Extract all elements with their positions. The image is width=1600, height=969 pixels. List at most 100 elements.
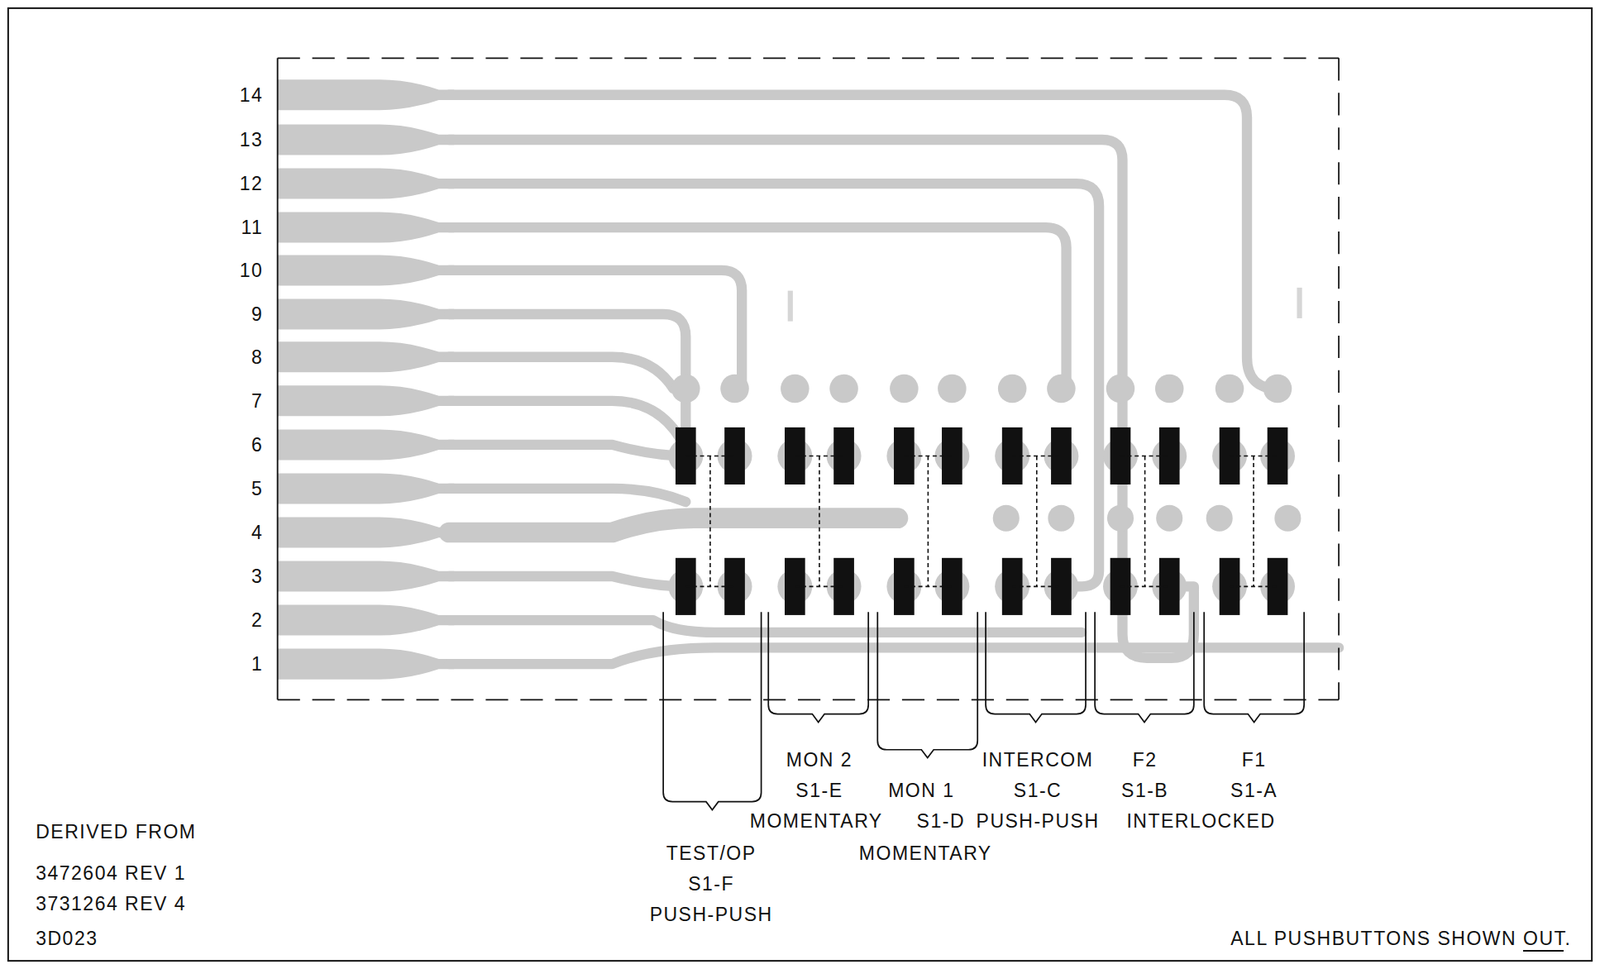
switch-label: S1-B — [1121, 781, 1169, 801]
solder-pad — [1047, 505, 1075, 532]
solder-pad — [780, 374, 810, 404]
silkscreen-mark — [1296, 287, 1302, 319]
pin-number: 11 — [240, 218, 263, 238]
pin-number: 14 — [239, 85, 264, 105]
solder-pad — [889, 374, 919, 404]
copper-trace — [448, 270, 742, 389]
pin-number: 2 — [251, 611, 263, 631]
solder-pad — [1155, 505, 1183, 532]
copper-trace — [448, 647, 1339, 664]
note: 3472604 REV 1 — [35, 864, 187, 884]
copper-trace — [448, 444, 686, 457]
solder-pads — [668, 287, 1302, 604]
solder-pad — [829, 374, 859, 404]
switch-label: MON 2 — [786, 750, 853, 770]
board-edge-dashed — [1337, 57, 1340, 700]
edge-finger — [277, 124, 454, 156]
edge-finger — [277, 649, 454, 680]
solder-pad — [1107, 505, 1134, 532]
silkscreen-mark — [788, 291, 793, 322]
edge-finger — [277, 79, 454, 110]
edge-finger — [277, 212, 454, 244]
solder-pad — [998, 374, 1027, 404]
solder-pad — [671, 374, 701, 404]
switch-label: MON 1 — [888, 781, 955, 801]
switch-contacts — [675, 427, 1288, 616]
switch-link — [1252, 455, 1255, 587]
pin-number: 4 — [251, 523, 263, 543]
copper-trace — [448, 139, 1195, 659]
switch-label: PUSH-PUSH — [649, 904, 774, 924]
switch-link — [709, 455, 712, 587]
copper-trace — [448, 620, 1082, 633]
solder-pad — [1274, 505, 1301, 532]
copper-trace — [448, 576, 686, 587]
bracket — [985, 611, 1086, 722]
edge-fingers — [277, 79, 454, 679]
copper-trace — [448, 357, 674, 389]
underline — [1523, 950, 1564, 952]
bracket — [663, 611, 761, 810]
switch-label: F1 — [1241, 750, 1267, 770]
switch-contact — [833, 558, 855, 616]
solder-pad — [1206, 505, 1233, 532]
solder-pad — [1263, 374, 1293, 404]
bracket — [877, 611, 978, 758]
edge-finger — [277, 429, 454, 460]
pin-number: 12 — [239, 174, 264, 194]
solder-pad — [993, 505, 1020, 532]
pin-number: 8 — [251, 347, 263, 367]
solder-pad — [720, 374, 750, 404]
pin-number: 7 — [251, 391, 263, 411]
solder-pad — [1106, 374, 1136, 404]
solder-pad — [1155, 374, 1185, 404]
pin-number: 6 — [251, 435, 263, 455]
pin-number: 13 — [239, 130, 264, 150]
edge-finger — [277, 605, 454, 636]
board-edge-dashed — [277, 57, 1339, 59]
board-outline — [277, 57, 1339, 700]
switch-link — [818, 455, 821, 587]
switch-label: F2 — [1132, 750, 1158, 770]
switch-label: S1-F — [687, 874, 735, 894]
switch-label: TEST/OP — [666, 843, 757, 863]
edge-finger — [277, 254, 454, 286]
switch-label: S1-A — [1230, 781, 1278, 801]
switch-label: S1-C — [1013, 781, 1062, 801]
note: 3731264 REV 4 — [35, 894, 187, 914]
bracket — [1094, 611, 1195, 722]
switch-label: S1-D — [917, 811, 965, 832]
switch-label: PUSH-PUSH — [976, 811, 1100, 832]
switch-label: S1-E — [795, 781, 843, 801]
bracket — [768, 611, 869, 722]
switch-label: INTERCOM — [982, 750, 1094, 770]
solder-pad — [1046, 374, 1076, 404]
switch-contact — [833, 427, 855, 485]
copper-traces — [448, 95, 1339, 664]
edge-finger — [277, 298, 454, 330]
pin-number: 9 — [251, 305, 263, 325]
note: DERIVED FROM — [35, 821, 196, 841]
pin-number: 3 — [251, 567, 263, 587]
switch-brackets — [663, 611, 1304, 810]
edge-finger — [277, 472, 454, 504]
board-edge-dashed — [277, 698, 1339, 701]
switch-label: MOMENTARY — [859, 843, 993, 863]
note: 3D023 — [35, 929, 98, 949]
copper-trace — [448, 183, 1099, 587]
pin-number: 10 — [239, 261, 264, 281]
edge-finger — [277, 561, 454, 593]
switch-label: MOMENTARY — [749, 811, 884, 832]
bracket — [1203, 611, 1304, 722]
switch-link — [927, 455, 930, 587]
board-edge — [277, 57, 279, 700]
pin-number: 1 — [251, 654, 263, 674]
switch-label: INTERLOCKED — [1126, 811, 1276, 832]
edge-finger — [277, 341, 454, 373]
figure-frame — [8, 8, 1592, 961]
edge-finger — [277, 168, 454, 200]
copper-trace — [448, 227, 1067, 389]
copper-trace — [448, 518, 898, 533]
solder-pad — [1215, 374, 1245, 404]
